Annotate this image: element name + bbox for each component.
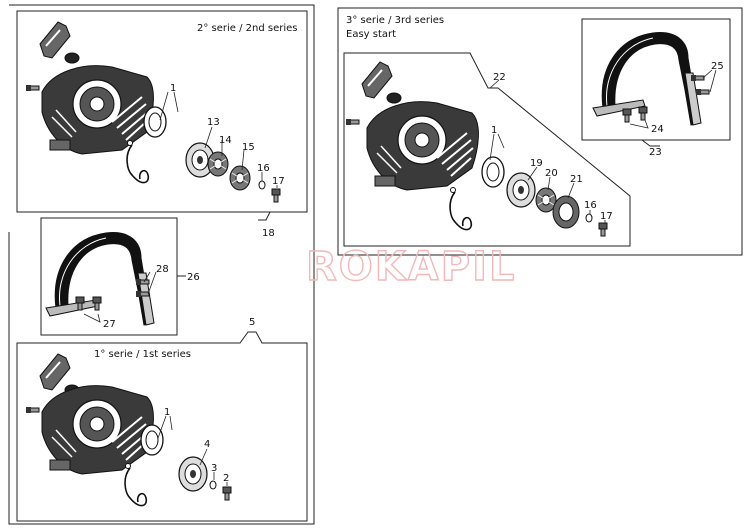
label-21: 21 — [570, 174, 583, 185]
label-24: 24 — [651, 124, 664, 135]
label-1: 1 — [491, 125, 497, 136]
caption-series-3: 3° serie / 3rd series — [346, 15, 444, 26]
label-19: 19 — [530, 158, 543, 169]
label-1: 1 — [164, 407, 170, 418]
label-18: 18 — [262, 228, 275, 239]
label-20: 20 — [545, 168, 558, 179]
kit-23-parts — [592, 32, 717, 129]
series-1-parts — [25, 353, 232, 507]
caption-series-2: 2° serie / 2nd series — [197, 23, 298, 34]
label-5: 5 — [249, 317, 255, 328]
label-3: 3 — [211, 463, 217, 474]
label-27: 27 — [103, 319, 116, 330]
frame-lines — [8, 4, 743, 525]
label-16: 16 — [257, 163, 270, 174]
label-4: 4 — [204, 439, 210, 450]
label-17: 17 — [600, 211, 613, 222]
caption-easy-start: Easy start — [346, 29, 396, 40]
label-17: 17 — [272, 176, 285, 187]
easy-start-disc — [552, 195, 580, 229]
series-2-parts — [25, 21, 281, 203]
kit-26-parts — [45, 232, 157, 326]
label-14: 14 — [219, 135, 232, 146]
label-23: 23 — [649, 147, 662, 158]
label-16: 16 — [584, 200, 597, 211]
label-22: 22 — [493, 72, 506, 83]
watermark: ROKAPIL — [306, 244, 516, 290]
label-15: 15 — [242, 142, 255, 153]
label-25: 25 — [711, 61, 724, 72]
series-3-parts — [345, 61, 608, 237]
label-28: 28 — [156, 264, 169, 275]
label-13: 13 — [207, 117, 220, 128]
label-26: 26 — [187, 272, 200, 283]
label-1: 1 — [170, 83, 176, 94]
caption-series-1: 1° serie / 1st series — [94, 349, 191, 360]
label-2: 2 — [223, 473, 229, 484]
